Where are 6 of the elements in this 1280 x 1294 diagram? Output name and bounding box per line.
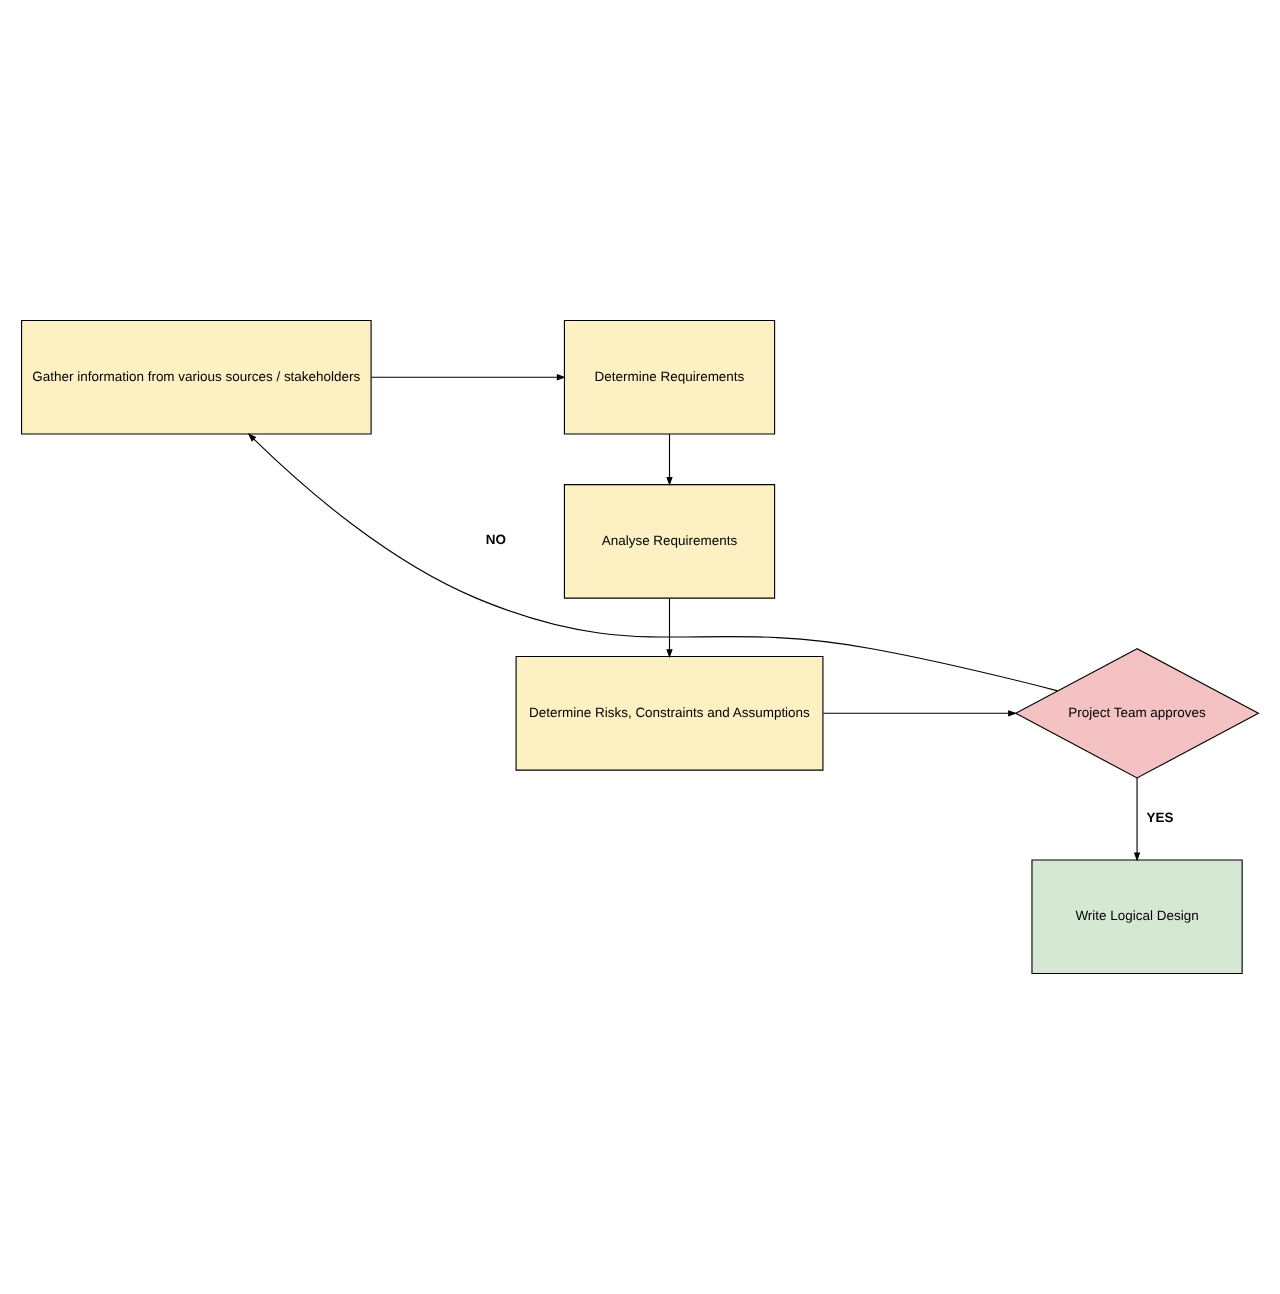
- arrow: [666, 433, 673, 487]
- arrow: [247, 433, 1059, 692]
- arrow: [666, 597, 673, 659]
- arrow: [1133, 777, 1141, 862]
- arrow: [370, 374, 566, 381]
- arrow: [822, 710, 1018, 717]
